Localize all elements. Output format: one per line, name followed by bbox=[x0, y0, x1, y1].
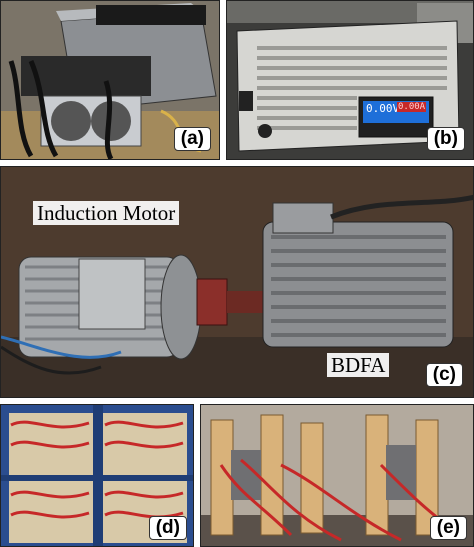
caption-bdfa: BDFA bbox=[327, 353, 390, 377]
caption-induction-motor: Induction Motor bbox=[33, 201, 180, 225]
photo-inductors: (e) bbox=[200, 404, 474, 547]
panel-label-d: (d) bbox=[148, 516, 187, 540]
display-voltage: 0.00V bbox=[366, 102, 400, 115]
panel-label-b: (b) bbox=[426, 127, 465, 151]
induction-motor-shape bbox=[18, 254, 202, 360]
panel-label-e: (e) bbox=[429, 516, 467, 540]
motor-setup-illustration bbox=[1, 167, 473, 397]
inverter-illustration bbox=[1, 1, 219, 159]
photo-motor-setup: Induction Motor BDFA (c) bbox=[0, 166, 474, 398]
photo-capacitor-rack: (d) bbox=[0, 404, 194, 547]
photo-inverter: (a) bbox=[0, 0, 220, 160]
inductors-illustration bbox=[201, 405, 473, 546]
bdfa-shape bbox=[262, 202, 454, 348]
photo-power-supply: 0.00V 0.00A (b) bbox=[226, 0, 474, 160]
display-current: 0.00A bbox=[397, 102, 427, 112]
panel-label-c: (c) bbox=[425, 363, 463, 387]
panel-label-a: (a) bbox=[173, 127, 211, 151]
